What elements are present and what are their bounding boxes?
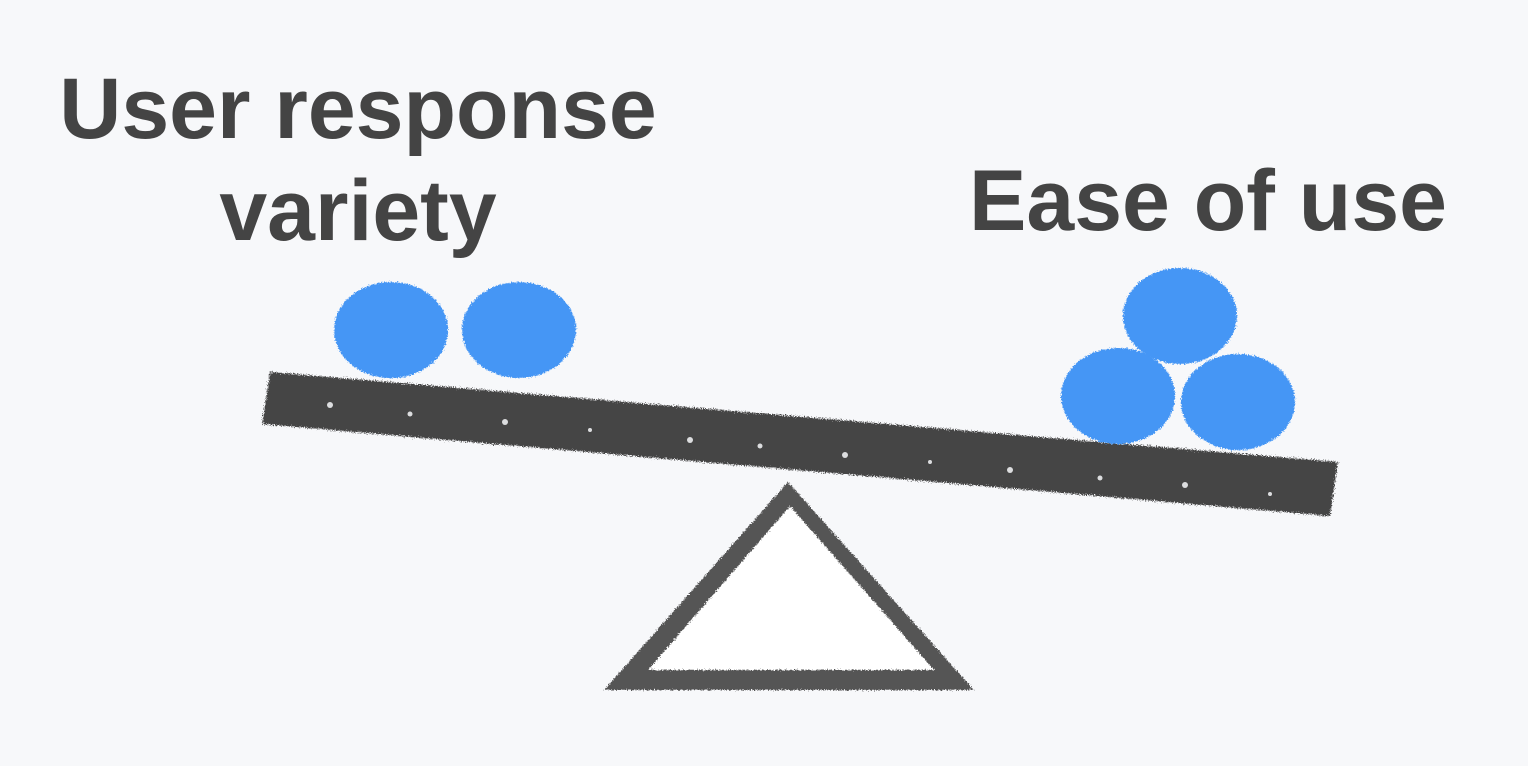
- left-label-line-1: User response: [59, 61, 657, 157]
- left-weight-ball-2: [462, 282, 576, 378]
- fulcrum-triangle: [604, 482, 974, 690]
- right-weight-ball-1: [1061, 348, 1175, 444]
- seesaw-beam: [262, 372, 1338, 516]
- left-label-line-2: variety: [219, 163, 497, 259]
- right-side-label: Ease of use: [969, 153, 1447, 249]
- right-weight-ball-3: [1123, 268, 1237, 364]
- right-weight-ball-2: [1181, 354, 1295, 450]
- left-weight-ball-1: [334, 282, 448, 378]
- right-weights: [1061, 268, 1295, 450]
- left-side-label: User response variety: [40, 58, 676, 262]
- left-weights: [334, 282, 576, 378]
